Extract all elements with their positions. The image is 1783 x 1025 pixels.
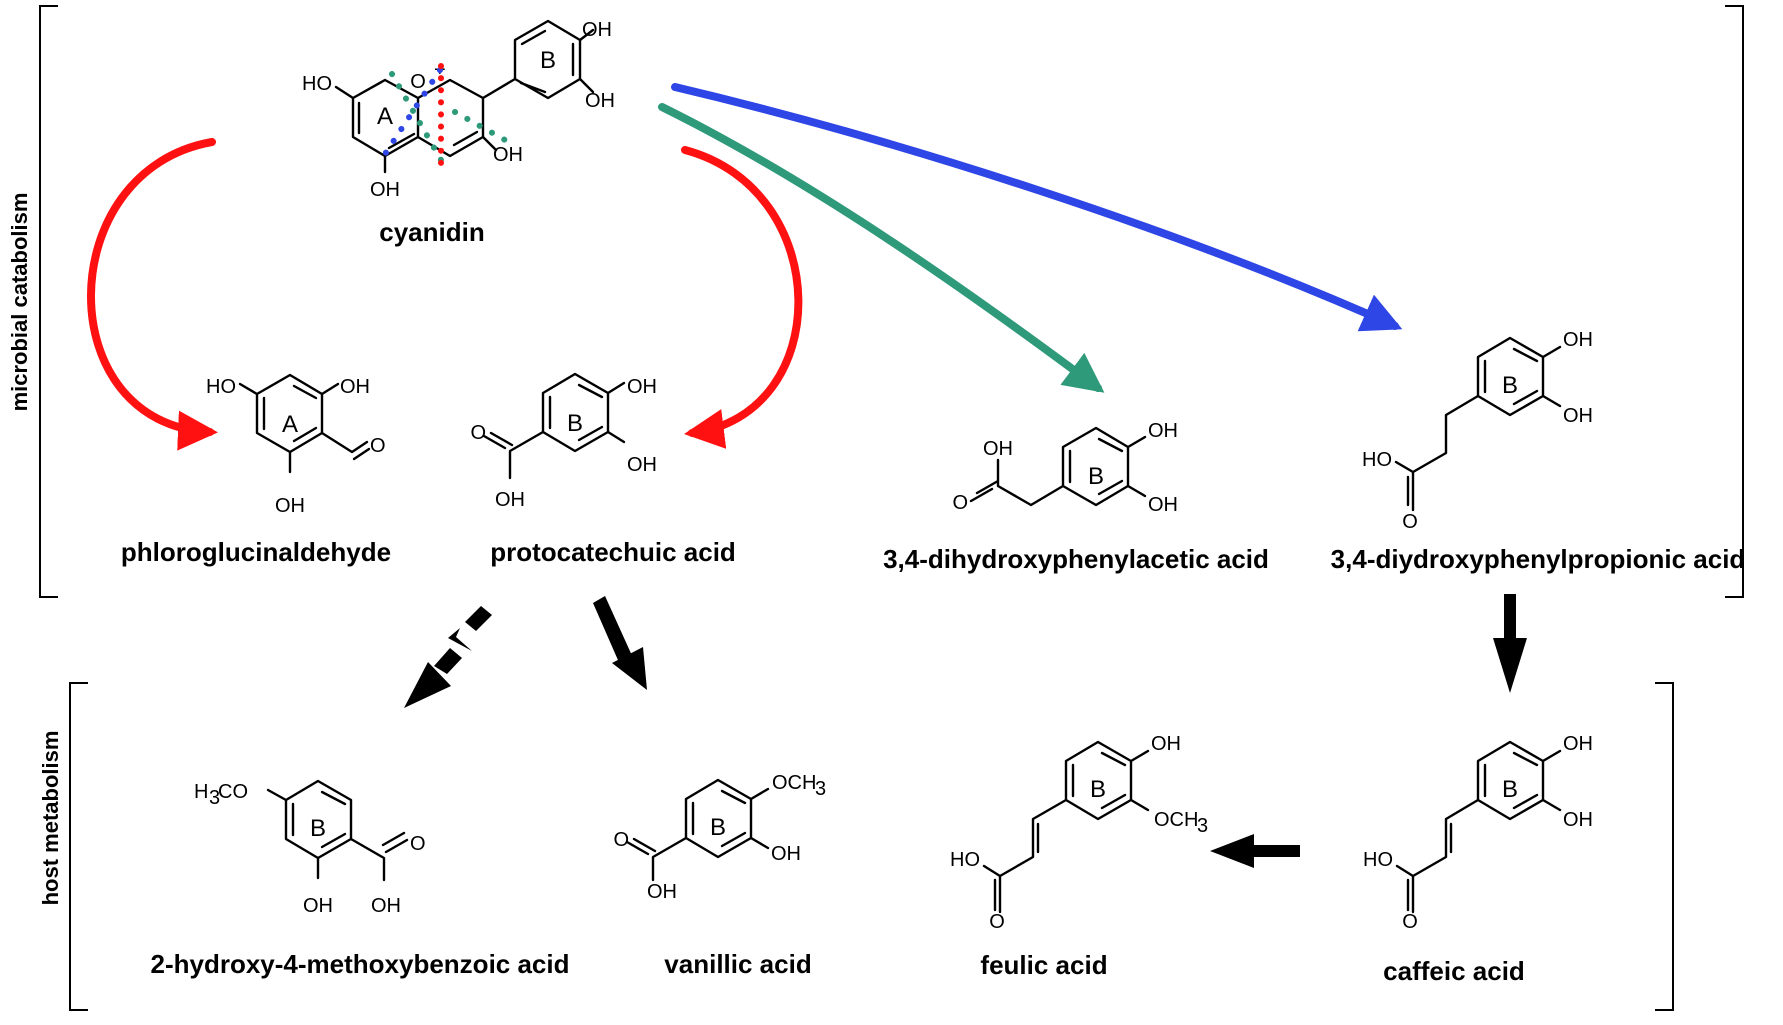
hmba-oh-1: OH	[303, 895, 333, 917]
vanillic-oh-2: OH	[647, 881, 677, 903]
cyanidin-structure: A B O + OH OH HO OH OH	[302, 19, 615, 201]
oxonium-o-label: O	[410, 71, 426, 93]
dhpp-label: 3,4-diydroxyphenylpropionic acid	[1331, 544, 1746, 574]
ring-a-label: A	[282, 411, 298, 438]
svg-text:OCH: OCH	[1154, 809, 1198, 831]
dhpa-oh-1: OH	[1148, 420, 1178, 442]
vanillic-structure: B OCH 3 OH O OH	[613, 772, 826, 903]
ring-b-label: B	[567, 410, 583, 437]
caffeic-ho: HO	[1363, 849, 1393, 871]
svg-text:CO: CO	[218, 781, 248, 803]
svg-text:3: 3	[209, 787, 220, 809]
host-bracket-right	[1655, 682, 1674, 1011]
phloroglucinaldehyde-ho: HO	[206, 376, 236, 398]
ferulic-och3: OCH 3	[1154, 809, 1208, 837]
host-metabolism-label: host metabolism	[38, 731, 63, 906]
dhpp-structure: B OH OH HO O	[1362, 329, 1593, 533]
hmba-oh-2: OH	[371, 895, 401, 917]
vanillic-label: vanillic acid	[664, 949, 811, 979]
vanillic-oh-1: OH	[771, 843, 801, 865]
green-arrow-to-dhpa	[658, 103, 1105, 393]
cyanidin-label: cyanidin	[379, 217, 484, 247]
hmba-structure: B H 3 CO OH OH O	[194, 779, 426, 917]
ring-a-label: A	[377, 103, 393, 130]
hmba-h3co: H 3 CO	[194, 781, 248, 809]
dhpa-o: O	[952, 492, 968, 514]
phloroglucinaldehyde-oh-2: OH	[275, 495, 305, 517]
protocatechuic-oh-3: OH	[495, 489, 525, 511]
ring-b-label: B	[310, 815, 326, 842]
caffeic-oh-1: OH	[1563, 733, 1593, 755]
svg-text:H: H	[194, 781, 208, 803]
dhpp-oh-2: OH	[1563, 405, 1593, 427]
hmba-label: 2-hydroxy-4-methoxybenzoic acid	[151, 949, 570, 979]
vanillic-o: O	[613, 829, 629, 851]
red-arrow-to-phloroglucinaldehyde	[87, 138, 218, 451]
caffeic-label: caffeic acid	[1383, 956, 1525, 986]
cyanidin-oh-3: OH	[370, 179, 400, 201]
dhpp-o: O	[1402, 511, 1418, 533]
protocatechuic-label: protocatechuic acid	[490, 537, 736, 567]
ferulic-label: feulic acid	[980, 950, 1107, 980]
dhpa-structure: B OH OH OH O	[952, 420, 1178, 516]
cyanidin-oh-1: OH	[582, 19, 612, 41]
phloroglucinaldehyde-oh-1: OH	[340, 376, 370, 398]
ring-b-label: B	[1502, 776, 1518, 803]
protocatechuic-o: O	[470, 422, 486, 444]
host-bracket-left	[69, 682, 88, 1011]
ring-b-label: B	[710, 814, 726, 841]
ferulic-ho: HO	[950, 849, 980, 871]
vanillic-och3: OCH 3	[772, 772, 826, 800]
red-arrow-to-protocatechuic	[681, 146, 803, 449]
svg-text:3: 3	[815, 778, 826, 800]
svg-text:OCH: OCH	[772, 772, 816, 794]
ring-b-label: B	[1090, 776, 1106, 803]
phloroglucinaldehyde-o: O	[370, 435, 386, 457]
hmba-o: O	[410, 833, 426, 855]
ferulic-structure: B OH OCH 3 HO O	[950, 733, 1208, 933]
phloroglucinaldehyde-structure: A HO OH OH O	[206, 373, 386, 517]
dhpa-oh-2: OH	[1148, 494, 1178, 516]
ring-b-label: B	[1088, 463, 1104, 490]
microbial-catabolism-label: microbial catabolism	[7, 193, 32, 412]
caffeic-oh-2: OH	[1563, 809, 1593, 831]
dashed-arrow-to-hmba	[404, 606, 492, 708]
ferulic-oh: OH	[1151, 733, 1181, 755]
svg-text:3: 3	[1197, 815, 1208, 837]
phloroglucinaldehyde-label: phloroglucinaldehyde	[121, 537, 391, 567]
arrow-to-caffeic	[1493, 594, 1527, 693]
cyanidin-oh-2: OH	[585, 90, 615, 112]
protocatechuic-oh-1: OH	[627, 376, 657, 398]
cyanidin-oh-4: OH	[493, 144, 523, 166]
dhpa-oh-3: OH	[983, 438, 1013, 460]
arrow-to-ferulic	[1210, 834, 1300, 868]
arrow-to-vanillic	[593, 596, 647, 690]
microbial-bracket-left	[39, 5, 58, 598]
protocatechuic-structure: B OH OH O OH	[470, 372, 657, 511]
dhpp-ho: HO	[1362, 449, 1392, 471]
ring-b-label: B	[1502, 372, 1518, 399]
dhpa-label: 3,4-dihydroxyphenylacetic acid	[883, 544, 1269, 574]
ring-b-label: B	[540, 47, 556, 74]
blue-arrow-to-dhpp	[671, 83, 1403, 332]
ferulic-o: O	[989, 911, 1005, 933]
protocatechuic-oh-2: OH	[627, 454, 657, 476]
caffeic-structure: B OH OH HO O	[1363, 733, 1593, 933]
cyanidin-ho: HO	[302, 73, 332, 95]
caffeic-o: O	[1402, 911, 1418, 933]
dhpp-oh-1: OH	[1563, 329, 1593, 351]
microbial-bracket-right	[1725, 5, 1744, 598]
